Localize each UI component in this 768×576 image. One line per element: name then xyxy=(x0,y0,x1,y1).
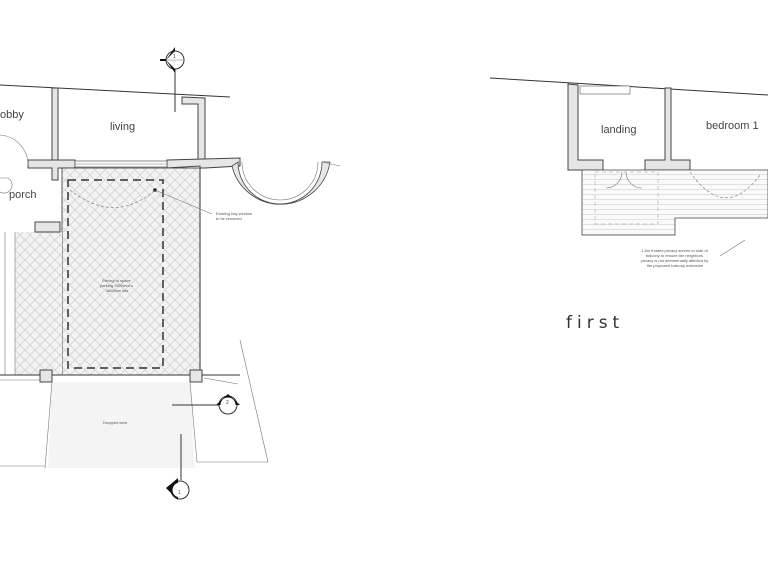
ground-floor-plan: obby living porch Existing bay window to… xyxy=(0,47,341,500)
paving xyxy=(15,232,62,375)
wall xyxy=(181,96,206,161)
dropped-kerb-area xyxy=(48,382,195,468)
svg-text:2: 2 xyxy=(226,400,229,406)
parking-paving xyxy=(61,167,201,376)
room-label-bedroom-1: bedroom 1 xyxy=(706,120,759,132)
floor-title-first: first xyxy=(566,313,624,333)
door-swing xyxy=(689,171,761,198)
wall xyxy=(34,221,61,233)
door-swing xyxy=(0,134,29,166)
privacy-screen-note: 1.8m frosted privacy screen to side of b… xyxy=(641,248,710,268)
parking-note: Paving of space parking 2500mm x 4800mm … xyxy=(100,278,134,293)
section-marker-bottom: 1 xyxy=(166,434,190,500)
svg-text:1: 1 xyxy=(178,490,181,496)
first-floor-plan: landing bedroom 1 1.8m frosted privacy s… xyxy=(489,77,768,333)
wall xyxy=(644,87,691,171)
room-label-landing: landing xyxy=(601,124,636,136)
door-swing xyxy=(0,177,13,194)
boundary-line xyxy=(0,84,231,98)
room-label-living: living xyxy=(110,121,135,133)
room-label-porch: porch xyxy=(9,189,37,201)
section-marker-side: 2 xyxy=(172,394,240,415)
column xyxy=(39,369,53,383)
bay-window-note: Existing bay window to be removed xyxy=(216,211,253,221)
wall xyxy=(51,87,59,164)
bay-window xyxy=(231,161,331,205)
column xyxy=(189,369,203,383)
section-marker-top: 1 xyxy=(160,47,185,112)
window xyxy=(579,85,631,95)
wall xyxy=(567,83,604,171)
svg-text:1: 1 xyxy=(173,54,176,60)
room-label-lobby: obby xyxy=(0,109,24,121)
door-swing xyxy=(605,171,643,189)
parking-space-outline xyxy=(67,179,164,369)
wall xyxy=(166,157,241,169)
balcony-decking xyxy=(581,169,768,236)
dropped-kerb-note: Dropped kerb xyxy=(103,420,128,425)
